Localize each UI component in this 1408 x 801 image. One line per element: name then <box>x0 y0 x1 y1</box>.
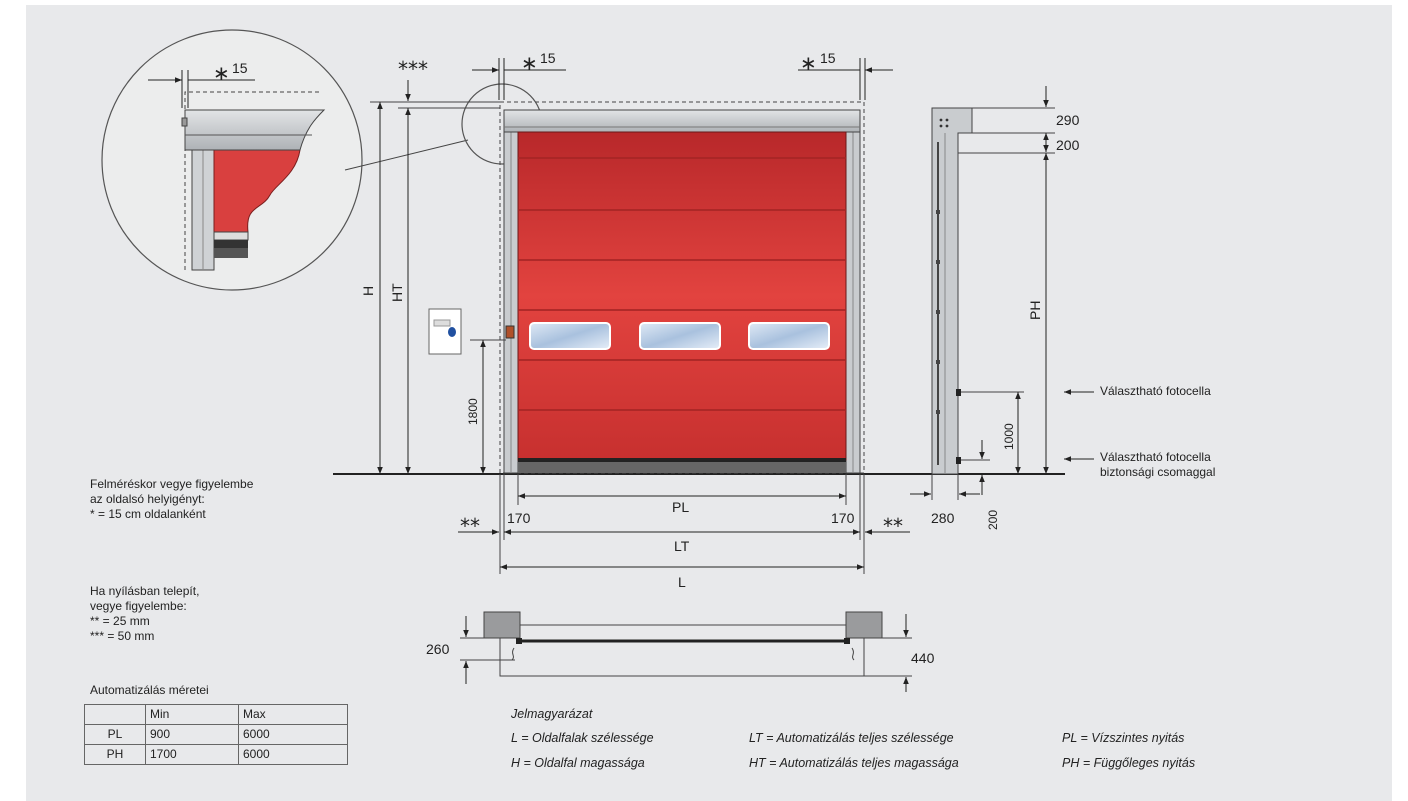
zoom-star: ∗ <box>213 61 230 85</box>
specs-header-cell: Min <box>145 704 239 725</box>
dim-280-label: 280 <box>931 510 955 526</box>
install-note-line1: Ha nyílásban telepít, <box>90 584 200 598</box>
door-plan-view <box>483 611 883 677</box>
specs-title: Automatizálás méretei <box>90 683 209 697</box>
dim-15-right-label: 15 <box>820 50 836 66</box>
specs-header-row: Min Max <box>84 704 348 725</box>
dim-260-label: 260 <box>426 641 450 657</box>
door-side-view <box>931 107 973 475</box>
legend-LT: LT = Automatizálás teljes szélessége <box>749 731 954 745</box>
photocell-callout-2: Választható fotocella biztonsági csomagg… <box>1100 450 1215 480</box>
legend-L: L = Oldalfalak szélessége <box>511 731 654 745</box>
dim-1800-label: 1800 <box>466 398 480 425</box>
dim-200-bottom-label: 200 <box>986 510 1000 530</box>
specs-header-cell: Max <box>238 704 348 725</box>
legend-HT: HT = Automatizálás teljes magassága <box>749 756 959 770</box>
dim-200-top-label: 200 <box>1056 137 1080 153</box>
dim-440-label: 440 <box>911 650 935 666</box>
legend-H: H = Oldalfal magassága <box>511 756 645 770</box>
dim-PH-label: PH <box>1027 301 1043 320</box>
legend-PH: PH = Függőleges nyitás <box>1062 756 1196 770</box>
photocell-callout-2-line2: biztonsági csomaggal <box>1100 465 1216 479</box>
dim-290-label: 290 <box>1056 112 1080 128</box>
specs-row-min: 900 <box>145 724 239 745</box>
install-note-line3: ** = 25 mm <box>90 614 150 628</box>
survey-note-line2: az oldalsó helyigényt: <box>90 492 205 506</box>
dim-1000-label: 1000 <box>1002 423 1016 450</box>
double-star-right-label: ** <box>883 514 903 538</box>
install-note: Ha nyílásban telepít, vegye figyelembe: … <box>90 584 199 644</box>
triple-star-label: *** <box>398 57 428 81</box>
dim-PL-label: PL <box>672 499 689 515</box>
dim-HT-label: HT <box>389 283 405 302</box>
table-row: PL 900 6000 <box>84 724 348 745</box>
photocell-callout-2-line1: Választható fotocella <box>1100 450 1211 464</box>
install-note-line4: *** = 50 mm <box>90 629 155 643</box>
specs-row-min: 1700 <box>145 744 239 765</box>
dim-H-label: H <box>360 286 376 296</box>
dim-L-label: L <box>678 574 686 590</box>
dim-170-right-label: 170 <box>831 510 855 526</box>
left-star: ∗ <box>521 51 538 75</box>
specs-row-max: 6000 <box>238 744 348 765</box>
specs-header-cell <box>84 704 146 725</box>
specs-row-label: PL <box>84 724 146 745</box>
survey-note: Felméréskor vegye figyelembe az oldalsó … <box>90 477 253 522</box>
install-note-line2: vegye figyelembe: <box>90 599 187 613</box>
zoom-detail: ∗ 15 <box>101 29 363 291</box>
door-front-view <box>499 101 865 474</box>
dim-LT-label: LT <box>674 538 690 554</box>
survey-note-line1: Felméréskor vegye figyelembe <box>90 477 254 491</box>
table-row: PH 1700 6000 <box>84 744 348 765</box>
specs-row-label: PH <box>84 744 146 765</box>
control-box <box>428 308 462 355</box>
specs-row-max: 6000 <box>238 724 348 745</box>
right-star: ∗ <box>800 51 817 75</box>
double-star-left-label: ** <box>460 514 480 538</box>
photocell-callout-1: Választható fotocella <box>1100 384 1211 398</box>
zoom-15-label: 15 <box>232 60 248 76</box>
dim-170-left-label: 170 <box>507 510 531 526</box>
legend-title: Jelmagyarázat <box>511 707 593 721</box>
dim-15-left-label: 15 <box>540 50 556 66</box>
legend-PL: PL = Vízszintes nyitás <box>1062 731 1185 745</box>
specs-table: Min Max PL 900 6000 PH 1700 6000 <box>84 704 348 765</box>
survey-note-line3: * = 15 cm oldalanként <box>90 507 206 521</box>
